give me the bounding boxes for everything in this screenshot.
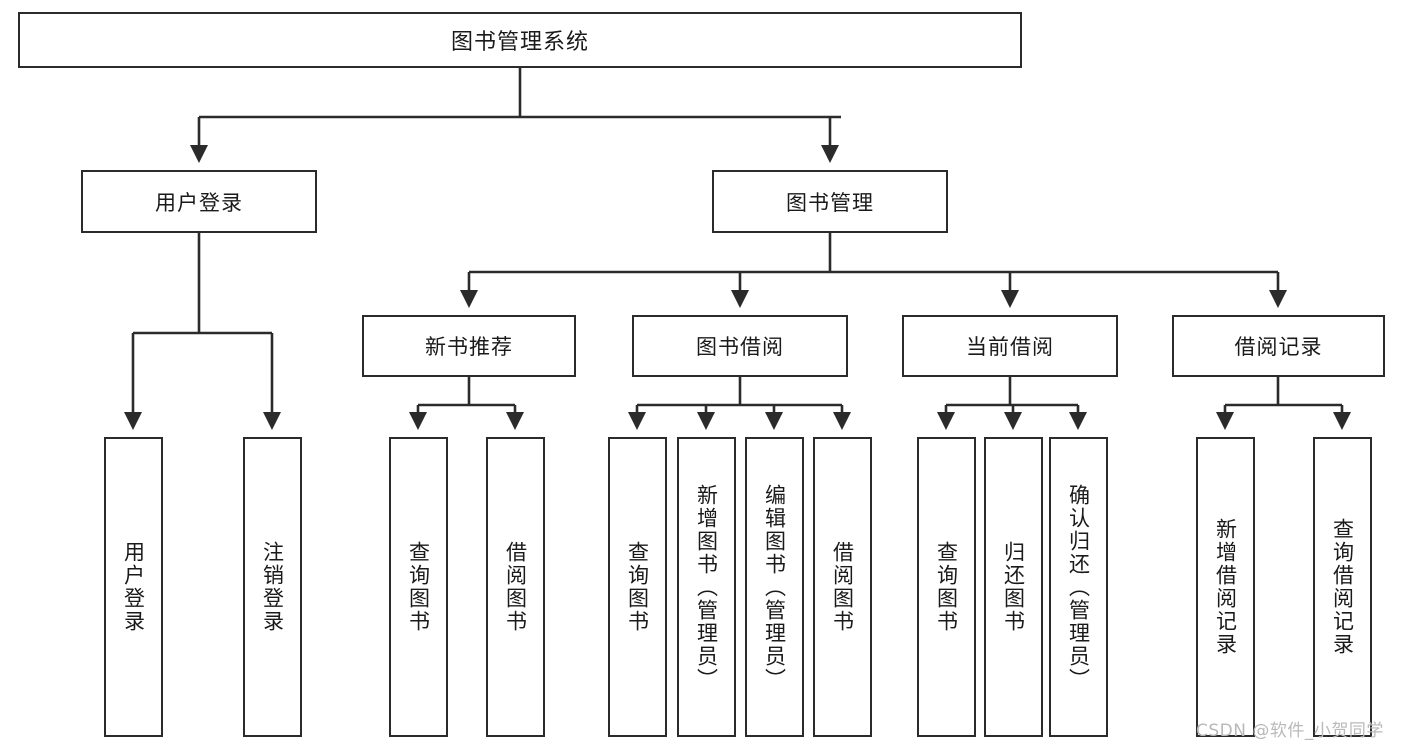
node-label: 查询图书 [625, 541, 650, 633]
node-label: 查询图书 [934, 541, 959, 633]
node-borrow-record[interactable]: 借阅记录 [1172, 315, 1385, 377]
node-label: 借阅图书 [503, 541, 528, 633]
node-label: 新书推荐 [425, 335, 513, 359]
node-leaf-user-login[interactable]: 用户登录 [104, 437, 163, 737]
node-new-book-rec[interactable]: 新书推荐 [362, 315, 576, 377]
node-book-borrow[interactable]: 图书借阅 [632, 315, 848, 377]
node-leaf-logout-login[interactable]: 注销登录 [243, 437, 302, 737]
node-label: 查询借阅记录 [1330, 518, 1355, 656]
node-book-manage[interactable]: 图书管理 [712, 170, 948, 233]
node-leaf-add-book[interactable]: 新增图书（管理员） [677, 437, 736, 737]
node-current-borrow[interactable]: 当前借阅 [902, 315, 1118, 377]
node-leaf-query-record[interactable]: 查询借阅记录 [1313, 437, 1372, 737]
node-label: 借阅记录 [1234, 335, 1323, 359]
node-label: 图书借阅 [696, 335, 784, 359]
node-label: 图书管理 [786, 190, 874, 215]
node-label: 注销登录 [260, 541, 285, 633]
node-user-login[interactable]: 用户登录 [81, 170, 317, 233]
node-leaf-query-book-3[interactable]: 查询图书 [917, 437, 976, 737]
node-leaf-borrow-book-2[interactable]: 借阅图书 [813, 437, 872, 737]
node-leaf-confirm-return[interactable]: 确认归还（管理员） [1049, 437, 1108, 737]
node-label: 编辑图书（管理员） [762, 483, 787, 691]
node-leaf-edit-book[interactable]: 编辑图书（管理员） [745, 437, 804, 737]
csdn-watermark: CSDN @软件_小贺同学 [1196, 721, 1384, 741]
node-root-system[interactable]: 图书管理系统 [18, 12, 1022, 68]
node-label: 新增图书（管理员） [694, 483, 719, 691]
node-label: 图书管理系统 [450, 30, 589, 55]
node-leaf-return-book[interactable]: 归还图书 [984, 437, 1043, 737]
node-label: 借阅图书 [830, 541, 855, 633]
node-label: 归还图书 [1001, 541, 1026, 633]
node-label: 当前借阅 [966, 335, 1054, 359]
node-label: 新增借阅记录 [1213, 518, 1238, 656]
node-leaf-query-book-1[interactable]: 查询图书 [389, 437, 448, 737]
node-label: 用户登录 [121, 541, 146, 633]
node-leaf-add-record[interactable]: 新增借阅记录 [1196, 437, 1255, 737]
node-leaf-borrow-book-1[interactable]: 借阅图书 [486, 437, 545, 737]
node-label: 查询图书 [406, 541, 431, 633]
node-label: 确认归还（管理员） [1066, 483, 1091, 691]
node-label: 用户登录 [155, 190, 243, 215]
node-leaf-query-book-2[interactable]: 查询图书 [608, 437, 667, 737]
